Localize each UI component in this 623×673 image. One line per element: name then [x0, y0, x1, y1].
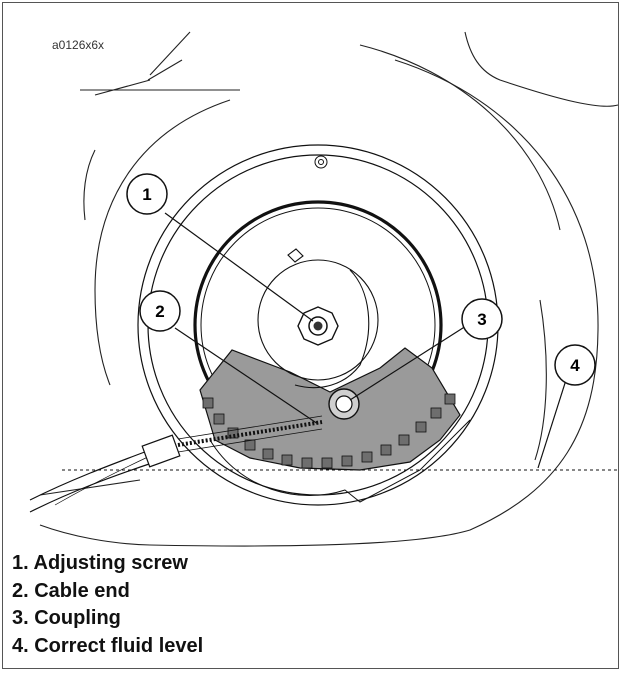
figure-id: a0126x6x [52, 38, 105, 52]
callout-2-number: 2 [155, 302, 164, 321]
callout-1-number: 1 [142, 185, 151, 204]
legend-item-4: 4. Correct fluid level [12, 634, 204, 657]
callout-4-number: 4 [570, 356, 580, 375]
housing-outline [39, 31, 619, 547]
clutch-cable [29, 415, 323, 513]
leader-lines [164, 212, 567, 469]
top-bolt [314, 155, 328, 169]
callout-3-number: 3 [477, 310, 486, 329]
adjusting-screw [297, 306, 339, 346]
coupling [328, 388, 360, 420]
legend-item-1: 1. Adjusting screw [12, 552, 188, 574]
callout-4: 4 [554, 344, 596, 386]
callout-1: 1 [126, 173, 168, 215]
callout-3: 3 [461, 298, 503, 340]
legend-item-3: 3. Coupling [12, 607, 121, 629]
callout-2: 2 [139, 290, 181, 332]
legend-item-2: 2. Cable end [12, 579, 130, 602]
spring-hub [257, 248, 379, 389]
lower-plate-outline [209, 419, 471, 503]
legend: 1. Adjusting screw 2. Cable end 3. Coupl… [12, 550, 203, 660]
